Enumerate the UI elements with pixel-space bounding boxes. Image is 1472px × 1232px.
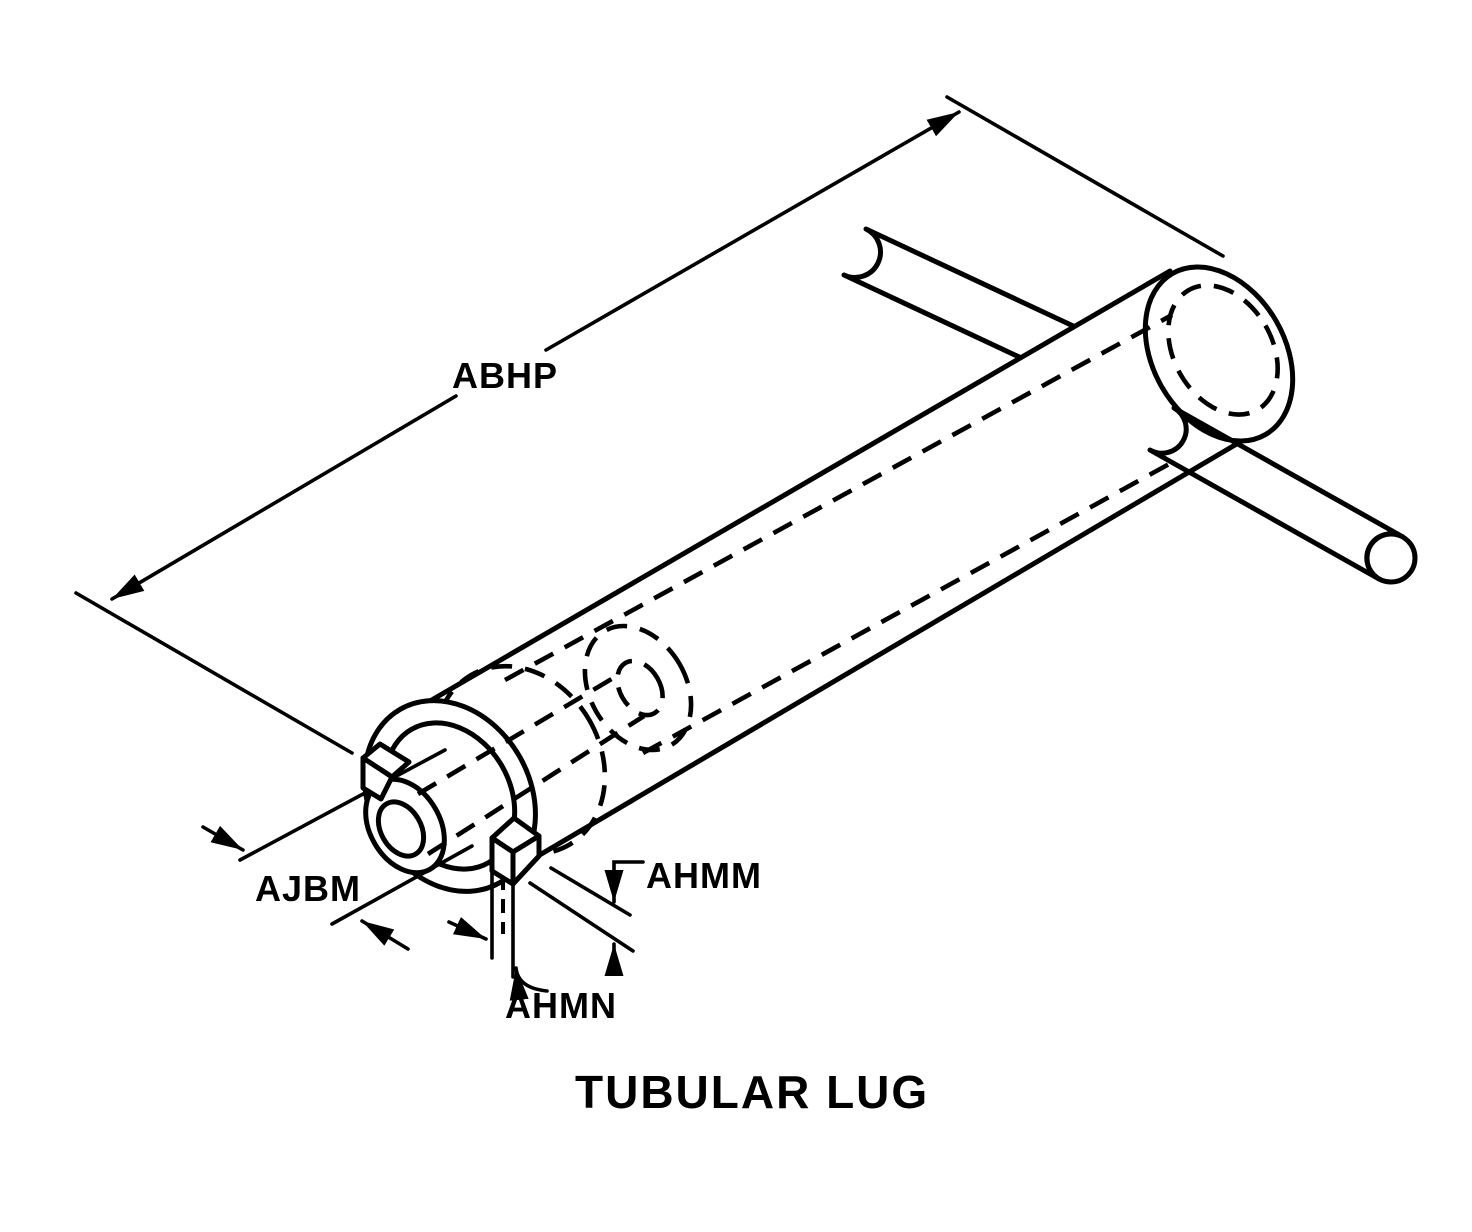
tube-bottom-edge xyxy=(518,439,1243,869)
dimension-abhp: ABHP xyxy=(74,95,1225,755)
ajbm-arrow-lower xyxy=(360,919,410,951)
boss-bottom-silhouette-line xyxy=(330,844,474,926)
ahmn-leader-curve-arrow xyxy=(509,966,549,1001)
ahmn-label: AHMN xyxy=(505,985,617,1026)
ahmm-witness-lower xyxy=(528,881,635,953)
hidden-insert-flange-ellipse xyxy=(582,623,694,753)
tube-body-fill xyxy=(450,271,1250,870)
ahmm-leader-elbow-arrow xyxy=(604,860,645,904)
tab-bottom-sideface xyxy=(510,833,542,887)
abhp-dim-line-left xyxy=(110,394,458,601)
hidden-bore-bottom-line xyxy=(641,443,1204,756)
hidden-bore-bottom-short xyxy=(426,714,646,856)
figure-title: TUBULAR LUG xyxy=(575,1066,929,1118)
tube-outline xyxy=(427,264,1296,869)
ahmn-arrow-left xyxy=(447,917,488,941)
dimension-ajbm: AJBM xyxy=(201,825,410,951)
tube-top-edge xyxy=(427,268,1173,704)
ajbm-arrow-upper xyxy=(201,825,245,852)
ajbm-label: AJBM xyxy=(255,868,361,909)
hidden-bore-top-line xyxy=(503,312,1174,683)
tube-end-outer-ellipse xyxy=(1142,264,1296,444)
abhp-witness-left xyxy=(74,591,354,755)
cross-rod-end-face xyxy=(1364,531,1418,585)
tab-top-left-frontface xyxy=(360,755,395,802)
lug-assembly xyxy=(238,672,646,926)
hidden-insert-bore-ellipse xyxy=(615,658,665,718)
dimension-ahmn: AHMN xyxy=(447,870,617,1026)
lug-bore-hole xyxy=(375,799,427,859)
tube-body xyxy=(450,266,1293,870)
ahmm-witness-upper xyxy=(549,866,632,917)
hidden-bore-top-short xyxy=(416,672,622,796)
boss-top-silhouette-line xyxy=(238,748,447,862)
abhp-label: ABHP xyxy=(452,355,558,396)
dimension-ahmm: AHMM xyxy=(528,855,762,976)
abhp-witness-right xyxy=(945,95,1225,258)
tube-end-inner-wall-ellipse xyxy=(1166,283,1280,417)
abhp-dim-line-right xyxy=(544,110,961,352)
cross-rod-lower xyxy=(1147,405,1418,585)
ahmm-label: AHMM xyxy=(646,855,762,896)
